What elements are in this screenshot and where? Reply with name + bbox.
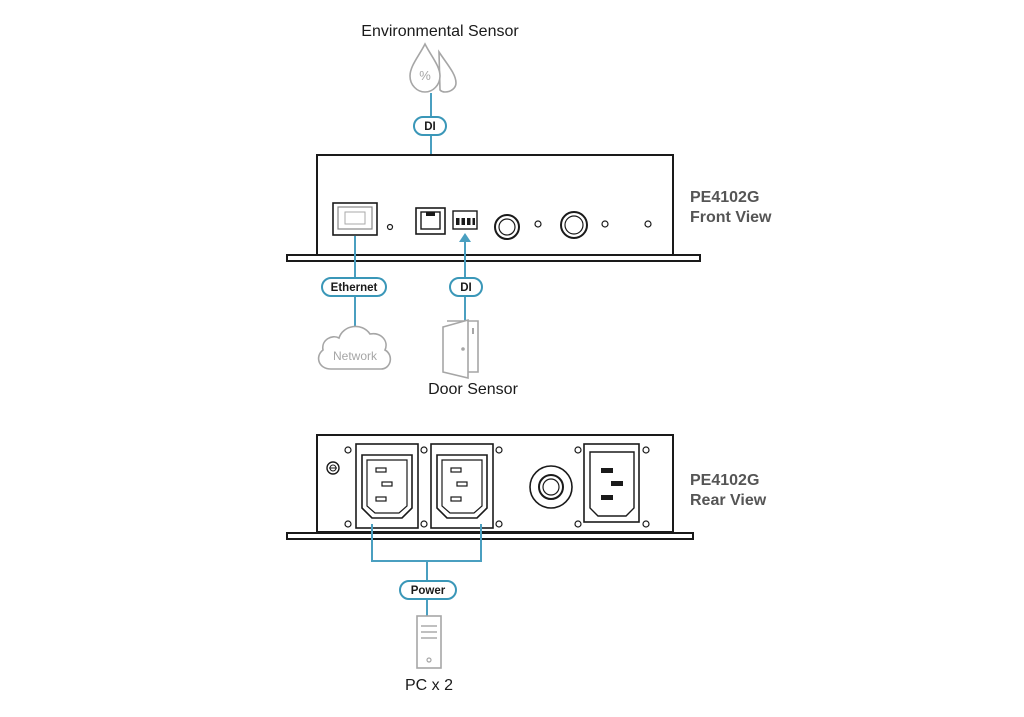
di-bottom-pill-label: DI [460, 282, 472, 294]
front-model-title: PE4102G [690, 189, 759, 206]
front-led-1 [386, 223, 394, 231]
ethernet-port [332, 202, 378, 236]
mounting-holes [344, 446, 650, 528]
front-device-base [286, 254, 701, 262]
environmental-sensor-label: Environmental Sensor [361, 23, 519, 40]
ethernet-pill-label: Ethernet [331, 282, 378, 294]
humidity-drops-icon: % [409, 42, 457, 93]
pc-tower-icon [416, 615, 442, 669]
humidity-percent-symbol: % [419, 68, 431, 83]
power-outlet-1 [355, 443, 419, 529]
door-icon [442, 318, 479, 380]
rear-device-base [286, 532, 694, 540]
cloud-icon: Network [317, 325, 392, 370]
front-led-4 [644, 220, 652, 228]
pc-label: PC x 2 [405, 677, 453, 694]
di-port [415, 207, 446, 235]
network-label: Network [333, 349, 378, 363]
door-sensor-label: Door Sensor [428, 381, 518, 398]
di-top-pill [413, 116, 447, 136]
di-top-pill-label: DI [424, 121, 436, 133]
front-device [286, 154, 701, 262]
power-pill [399, 580, 457, 600]
power-outlet-2 [430, 443, 494, 529]
rear-view-title: Rear View [690, 492, 767, 509]
rear-device [286, 434, 694, 540]
front-led-3 [601, 220, 609, 228]
front-led-2 [534, 220, 542, 228]
circuit-breaker [529, 465, 573, 509]
di-bottom-pill [449, 277, 483, 297]
power-inlet [583, 443, 640, 523]
rear-model-title: PE4102G [690, 472, 759, 489]
power-pill-label: Power [411, 585, 446, 597]
front-view-title: Front View [690, 209, 772, 226]
ethernet-pill [321, 277, 387, 297]
ground-screw-icon [326, 461, 340, 475]
di-bottom-arrow-icon [459, 233, 471, 242]
dip-switch [452, 210, 478, 230]
